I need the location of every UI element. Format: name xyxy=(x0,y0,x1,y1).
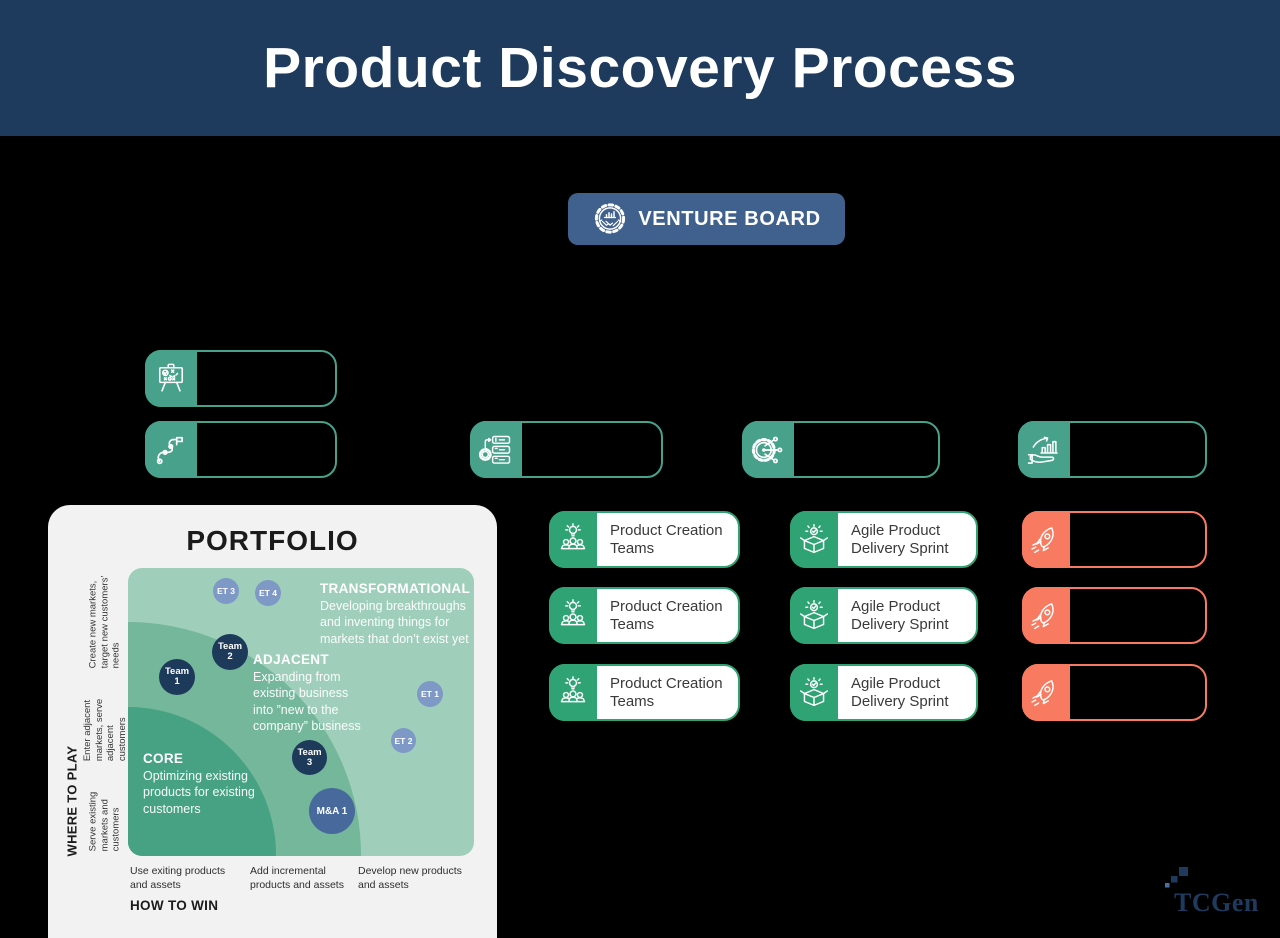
venture-board-label: VENTURE BOARD xyxy=(638,207,821,230)
bubble-ma-1: M&A 1 xyxy=(309,788,355,834)
team-idea-icon xyxy=(549,587,597,644)
launch-box xyxy=(1022,587,1207,644)
box-launch-icon xyxy=(790,664,838,721)
x-axis-label-3: Develop new products and assets xyxy=(358,865,462,891)
region-transformational: TRANSFORMATIONAL Developing breakthrough… xyxy=(320,581,472,647)
rocket-icon xyxy=(1022,587,1070,644)
bubble-et-2: ET 2 xyxy=(391,728,416,753)
bubble-et-4: ET 4 xyxy=(255,580,281,606)
agile-delivery-sprint-label: Agile Product Delivery Sprint xyxy=(851,674,949,710)
bubble-team-2: Team 2 xyxy=(212,634,248,670)
region-description: Expanding from existing business into ”n… xyxy=(253,670,361,733)
agile-delivery-sprint-box: Agile Product Delivery Sprint xyxy=(790,664,978,721)
bubble-team-1: Team 1 xyxy=(159,659,195,695)
x-axis-title: HOW TO WIN xyxy=(130,898,219,913)
venture-board-node: VENTURE BOARD xyxy=(568,193,845,245)
bubble-et-1: ET 1 xyxy=(417,681,443,707)
tcgen-logo-squares-icon xyxy=(1165,867,1188,888)
roadmap-flag-icon xyxy=(145,421,197,478)
tcgen-logo-text: TCGen xyxy=(1174,888,1259,917)
gear-analytics-handshake-icon xyxy=(592,201,628,237)
bubble-et-3: ET 3 xyxy=(213,578,239,604)
region-adjacent: ADJACENT Expanding from existing busines… xyxy=(253,652,367,734)
numbered-steps-gear-icon xyxy=(470,421,522,478)
bubble-team-3: Team 3 xyxy=(292,740,327,775)
agile-delivery-sprint-label: Agile Product Delivery Sprint xyxy=(851,521,949,557)
region-name: ADJACENT xyxy=(253,652,329,667)
stage-box-growth xyxy=(1018,421,1207,478)
rocket-icon xyxy=(1022,511,1070,568)
strategy-board-icon xyxy=(145,350,197,407)
agile-delivery-sprint-box: Agile Product Delivery Sprint xyxy=(790,587,978,644)
title-banner: Product Discovery Process xyxy=(0,0,1280,136)
launch-box xyxy=(1022,664,1207,721)
portfolio-card: PORTFOLIO TRANSFORMATIONAL Developing br… xyxy=(48,505,497,938)
page-title: Product Discovery Process xyxy=(263,36,1017,100)
product-creation-teams-box: Product Creation Teams xyxy=(549,511,740,568)
stage-box-digital xyxy=(742,421,940,478)
portfolio-title: PORTFOLIO xyxy=(186,525,359,556)
y-axis-label-bottom: Serve existing markets and customers xyxy=(87,791,122,852)
region-description: Developing breakthroughs and inventing t… xyxy=(320,599,469,646)
product-creation-teams-label: Product Creation Teams xyxy=(610,597,723,633)
product-creation-teams-box: Product Creation Teams xyxy=(549,664,740,721)
x-axis-label-2: Add incremental products and assets xyxy=(250,865,344,891)
stage-box-roadmap xyxy=(145,421,337,478)
region-name: TRANSFORMATIONAL xyxy=(320,581,471,596)
x-axis-label-1: Use exiting products and assets xyxy=(130,865,226,891)
gear-circuit-icon xyxy=(742,421,794,478)
launch-box xyxy=(1022,511,1207,568)
team-idea-icon xyxy=(549,664,597,721)
region-core: CORE Optimizing existing products for ex… xyxy=(143,751,261,817)
box-launch-icon xyxy=(790,587,838,644)
stage-box-process xyxy=(470,421,663,478)
region-description: Optimizing existing products for existin… xyxy=(143,769,255,816)
y-axis-label-top: Create new markets, target new customers… xyxy=(87,575,122,669)
stage-box-strategy xyxy=(145,350,337,407)
product-creation-teams-label: Product Creation Teams xyxy=(610,674,723,710)
region-name: CORE xyxy=(143,751,184,766)
rocket-icon xyxy=(1022,664,1070,721)
y-axis-title: WHERE TO PLAY xyxy=(64,745,80,857)
portfolio-bubble-chart: TRANSFORMATIONAL Developing breakthrough… xyxy=(128,568,474,856)
box-launch-icon xyxy=(790,511,838,568)
tcgen-logo: TCGen xyxy=(1164,864,1274,918)
agile-delivery-sprint-box: Agile Product Delivery Sprint xyxy=(790,511,978,568)
y-axis-label-middle: Enter adjacent markets, serve adjacent c… xyxy=(81,698,128,762)
hand-growth-chart-icon xyxy=(1018,421,1070,478)
agile-delivery-sprint-label: Agile Product Delivery Sprint xyxy=(851,597,949,633)
product-creation-teams-label: Product Creation Teams xyxy=(610,521,723,557)
team-idea-icon xyxy=(549,511,597,568)
product-creation-teams-box: Product Creation Teams xyxy=(549,587,740,644)
